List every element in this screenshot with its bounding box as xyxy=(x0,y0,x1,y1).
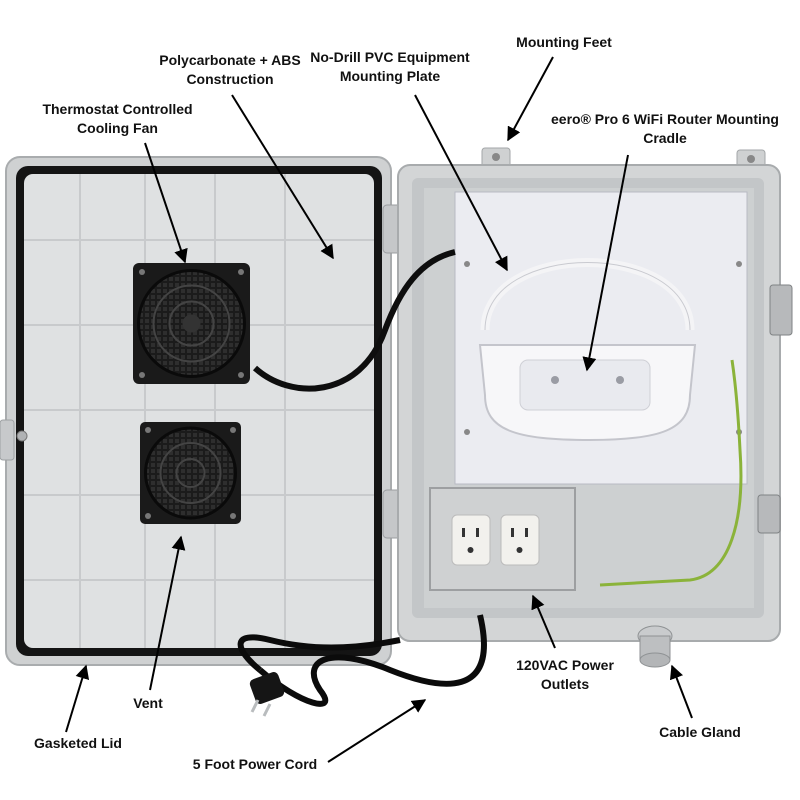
power-outlets-line-2: Outlets xyxy=(540,676,590,692)
arrow-gasketed-lid xyxy=(65,664,90,733)
arrow-plate xyxy=(414,94,508,272)
mounting-feet-label: Mounting Feet xyxy=(498,33,630,52)
outlet-box xyxy=(429,487,576,591)
arrow-mounting-feet xyxy=(507,56,554,142)
arrow-outlets xyxy=(531,594,556,649)
cooling-fan-label: Thermostat Controlled Cooling Fan xyxy=(25,100,210,138)
cooling-fan-line-2: Cooling Fan xyxy=(77,120,158,136)
arrow-cable-gland xyxy=(669,664,693,719)
power-cord-text: 5 Foot Power Cord xyxy=(192,756,318,772)
router-cradle-line-1: eero® Pro 6 WiFi Router Mounting xyxy=(551,111,779,127)
mounting-plate-line-2: Mounting Plate xyxy=(339,68,441,84)
arrow-vent xyxy=(149,535,186,691)
power-cord-label: 5 Foot Power Cord xyxy=(175,755,335,774)
gasketed-lid-label: Gasketed Lid xyxy=(8,734,148,753)
cooling-fan xyxy=(133,263,250,384)
callout-arrows xyxy=(65,56,693,763)
ground-wire xyxy=(599,359,743,587)
vent-label: Vent xyxy=(115,694,181,713)
polycarbonate-line-1: Polycarbonate + ABS xyxy=(159,52,301,68)
power-cord xyxy=(237,614,487,717)
power-outlets-label: 120VAC Power Outlets xyxy=(500,656,630,694)
arrow-power-cord xyxy=(327,699,427,763)
mounting-feet-text: Mounting Feet xyxy=(516,34,612,50)
cable-gland xyxy=(637,625,673,668)
gasketed-lid-text: Gasketed Lid xyxy=(34,735,122,751)
mounting-plate-line-1: No-Drill PVC Equipment xyxy=(310,49,470,65)
router-cradle xyxy=(478,258,697,442)
router-cradle-label: eero® Pro 6 WiFi Router Mounting Cradle xyxy=(535,110,795,148)
cooling-fan-line-1: Thermostat Controlled xyxy=(42,101,193,117)
polycarbonate-line-2: Construction xyxy=(186,71,274,87)
router-cradle-line-2: Cradle xyxy=(643,130,687,146)
mounting-plate-label: No-Drill PVC Equipment Mounting Plate xyxy=(295,48,485,86)
power-outlets-line-1: 120VAC Power xyxy=(516,657,614,673)
polycarbonate-label: Polycarbonate + ABS Construction xyxy=(120,51,340,89)
vent-text: Vent xyxy=(133,695,163,711)
arrow-cradle xyxy=(582,154,629,372)
cable-gland-text: Cable Gland xyxy=(659,724,741,740)
cable-gland-label: Cable Gland xyxy=(645,723,755,742)
arrow-polycarbonate xyxy=(231,94,334,260)
gasketed-lid xyxy=(0,156,392,666)
fan-cable xyxy=(252,249,456,392)
vent xyxy=(140,422,241,524)
arrow-fan xyxy=(144,142,188,264)
